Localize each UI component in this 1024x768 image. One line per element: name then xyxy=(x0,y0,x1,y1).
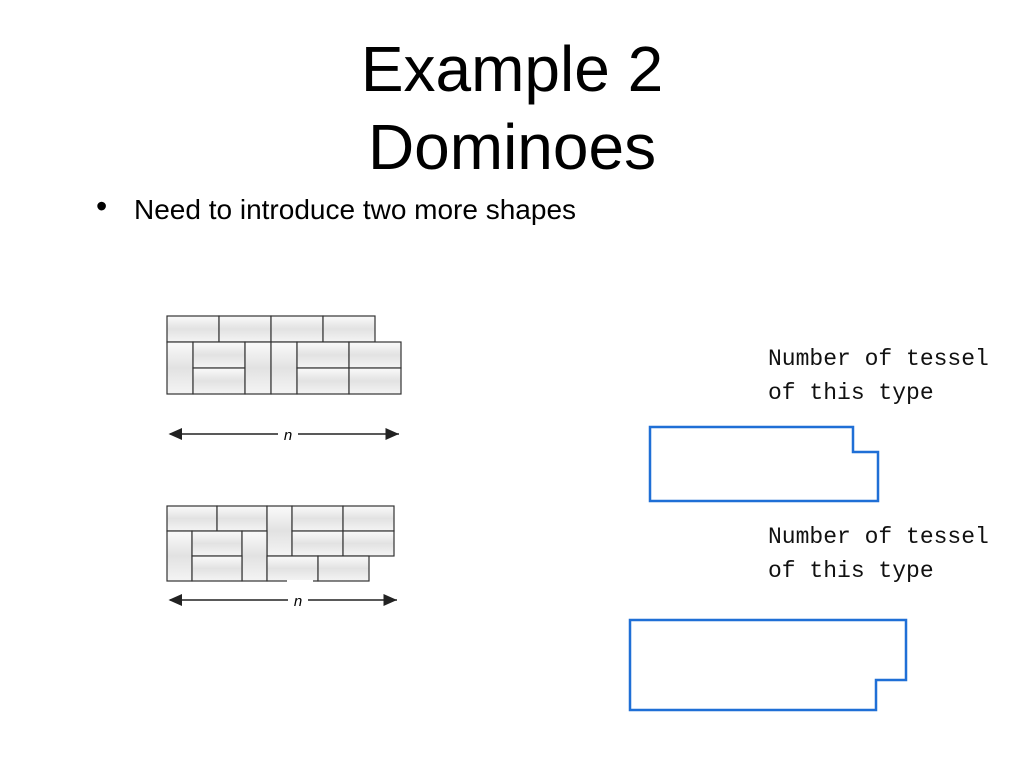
domino-tile xyxy=(291,530,344,557)
domino-tile xyxy=(296,341,350,369)
label-1-line-1: Number of tessel xyxy=(768,346,989,372)
domino-tile xyxy=(244,341,272,395)
title-line-2: Dominoes xyxy=(367,111,657,183)
domino-tile xyxy=(296,367,350,395)
domino-tile xyxy=(342,505,395,532)
domino-tile xyxy=(192,367,246,395)
dimension-label-top: n xyxy=(284,427,292,444)
bullet-dot-icon: • xyxy=(96,188,108,224)
domino-tile xyxy=(322,315,376,343)
domino-tiling-bottom xyxy=(166,505,395,582)
dimension-label-bottom: n xyxy=(294,593,302,610)
label-1-line-2: of this type xyxy=(768,380,934,406)
tiling-gap xyxy=(287,580,313,584)
domino-tile xyxy=(218,315,272,343)
label-2-line-1: Number of tessel xyxy=(768,524,989,550)
domino-tile xyxy=(266,555,319,582)
dimension-arrow-bottom: n xyxy=(168,593,397,610)
domino-tile xyxy=(191,555,243,582)
domino-tile xyxy=(317,555,370,582)
domino-tile xyxy=(348,341,402,369)
domino-tile xyxy=(191,530,243,557)
domino-tile xyxy=(166,341,194,395)
domino-tile xyxy=(291,505,344,532)
domino-tile xyxy=(270,315,324,343)
slide-title: Example 2 Dominoes xyxy=(0,30,1024,186)
title-line-1: Example 2 xyxy=(360,33,664,105)
dimension-arrow-top: n xyxy=(168,427,399,444)
shape-count-label-2: Number of tessel of this type xyxy=(768,520,1024,588)
domino-tile xyxy=(348,367,402,395)
boundary-shape-lower xyxy=(628,618,908,712)
domino-tile xyxy=(166,315,220,343)
domino-tile xyxy=(216,505,268,532)
domino-tile xyxy=(342,530,395,557)
domino-tile xyxy=(166,530,193,582)
domino-tile xyxy=(266,505,293,557)
domino-tiling-top xyxy=(166,315,402,395)
domino-tile xyxy=(166,505,218,532)
label-2-line-2: of this type xyxy=(768,558,934,584)
domino-tile xyxy=(192,341,246,369)
bullet-text: Need to introduce two more shapes xyxy=(134,194,577,225)
boundary-shape-upper xyxy=(648,425,880,503)
shape-count-label-1: Number of tessel of this type xyxy=(768,342,1024,410)
domino-tile xyxy=(241,530,268,582)
domino-tile xyxy=(270,341,298,395)
